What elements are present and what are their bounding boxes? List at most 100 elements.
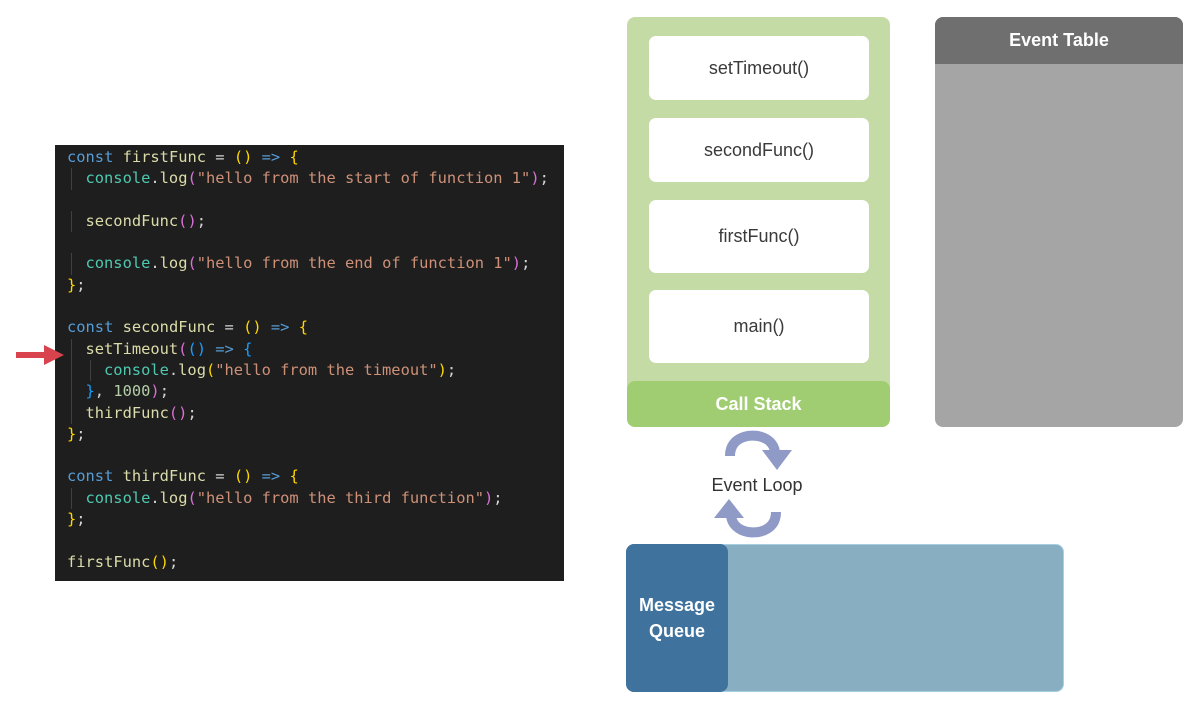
stack-frame-main: main() xyxy=(649,290,869,363)
code-line xyxy=(67,530,564,551)
code-line: const thirdFunc = () => { xyxy=(67,466,564,487)
code-token: "hello from the third function" xyxy=(196,488,484,507)
code-token: () xyxy=(233,148,253,166)
code-token: = xyxy=(206,467,234,486)
code-line: const secondFunc = () => { xyxy=(67,317,564,338)
code-line: }; xyxy=(67,424,564,445)
code-line: const firstFunc = () => { xyxy=(67,147,564,168)
indent-guide xyxy=(71,381,72,403)
code-token: { xyxy=(298,318,308,337)
code-line: console.log("hello from the end of funct… xyxy=(67,253,564,275)
code-token: . xyxy=(150,169,160,188)
code-token: console xyxy=(104,360,169,379)
code-token: "hello from the timeout" xyxy=(215,360,438,379)
code-content: const thirdFunc = () => { xyxy=(67,467,299,485)
code-content: }, 1000); xyxy=(67,382,169,400)
code-line: console.log("hello from the timeout"); xyxy=(67,359,564,382)
code-content: secondFunc(); xyxy=(67,211,207,230)
code-token: const xyxy=(67,148,123,166)
code-token: => xyxy=(252,467,290,486)
code-token: } xyxy=(85,382,95,401)
code-token: , xyxy=(94,382,114,401)
code-line: secondFunc(); xyxy=(67,210,564,233)
code-token: { xyxy=(243,339,253,358)
code-editor: const firstFunc = () => {console.log("he… xyxy=(55,145,564,581)
code-token: . xyxy=(168,360,179,379)
indent-guide xyxy=(71,210,72,233)
code-line: thirdFunc(); xyxy=(67,402,564,424)
code-line: }; xyxy=(67,275,564,296)
arrow-icon xyxy=(16,345,64,365)
code-line: }; xyxy=(67,509,564,530)
code-token: ( xyxy=(187,488,197,507)
code-line: setTimeout(() => { xyxy=(67,338,564,360)
code-token: . xyxy=(150,254,160,273)
code-token: = xyxy=(206,148,234,166)
code-token: ) xyxy=(484,488,494,507)
code-token: { xyxy=(289,467,299,486)
indent-guide xyxy=(71,359,72,382)
code-token: secondFunc xyxy=(122,318,216,337)
code-line: firstFunc(); xyxy=(67,552,564,573)
code-token: thirdFunc xyxy=(122,467,207,486)
code-token: firstFunc xyxy=(67,552,151,571)
code-token: ; xyxy=(521,254,531,273)
code-token: console xyxy=(85,488,151,507)
message-queue-label: Message Queue xyxy=(626,544,728,692)
code-content: thirdFunc(); xyxy=(67,404,197,422)
code-token: ; xyxy=(493,488,503,507)
code-token: . xyxy=(150,488,160,507)
code-token: ; xyxy=(159,382,169,401)
code-token: = xyxy=(215,318,244,337)
code-token: () xyxy=(150,552,169,571)
code-token: log xyxy=(159,488,188,507)
call-stack: setTimeout() secondFunc() firstFunc() ma… xyxy=(627,17,890,427)
code-content: console.log("hello from the end of funct… xyxy=(67,254,531,273)
indent-guide xyxy=(71,168,72,190)
code-token: 1000 xyxy=(113,382,151,401)
code-token: => xyxy=(206,339,244,358)
indent-guide xyxy=(71,402,72,424)
code-content: setTimeout(() => { xyxy=(67,339,253,358)
code-token: } xyxy=(67,424,77,443)
code-content: const firstFunc = () => { xyxy=(67,148,299,166)
code-line xyxy=(67,445,564,466)
code-token: () xyxy=(243,318,262,337)
code-content: }; xyxy=(67,510,86,528)
code-content: firstFunc(); xyxy=(67,553,178,571)
event-table-label: Event Table xyxy=(935,17,1183,64)
message-queue-label-line2: Queue xyxy=(648,621,705,641)
code-line xyxy=(67,232,564,253)
code-token: ) xyxy=(437,360,447,379)
code-token: () xyxy=(178,211,197,230)
code-token: log xyxy=(159,169,188,188)
code-token: () xyxy=(233,467,253,486)
code-token: ; xyxy=(446,360,457,379)
code-content: console.log("hello from the third functi… xyxy=(67,489,503,507)
code-token: ( xyxy=(187,254,197,273)
code-line: console.log("hello from the start of fun… xyxy=(67,168,564,190)
event-loop-label: Event Loop xyxy=(711,475,803,495)
code-token: ; xyxy=(76,424,86,443)
code-line xyxy=(67,190,564,211)
code-content: const secondFunc = () => { xyxy=(67,318,308,336)
stack-frame-firstfunc: firstFunc() xyxy=(649,200,869,273)
event-table: Event Table xyxy=(935,17,1183,427)
code-token: () xyxy=(168,403,188,422)
code-token: log xyxy=(178,360,206,379)
code-token: setTimeout xyxy=(85,339,179,358)
code-token: ; xyxy=(187,403,197,422)
code-token: ) xyxy=(530,169,540,188)
code-content: console.log("hello from the timeout"); xyxy=(67,361,456,379)
code-content: }; xyxy=(67,276,86,294)
code-token: console xyxy=(85,254,151,273)
call-stack-label: Call Stack xyxy=(627,381,890,427)
indent-guide xyxy=(71,338,72,360)
cycle-arrows-icon xyxy=(714,499,781,538)
stack-frame-settimeout: setTimeout() xyxy=(649,36,869,100)
indent-guide xyxy=(71,253,72,275)
code-token: { xyxy=(289,148,299,166)
code-token: firstFunc xyxy=(122,148,207,166)
code-token: ( xyxy=(178,339,188,358)
code-token: } xyxy=(67,510,77,529)
